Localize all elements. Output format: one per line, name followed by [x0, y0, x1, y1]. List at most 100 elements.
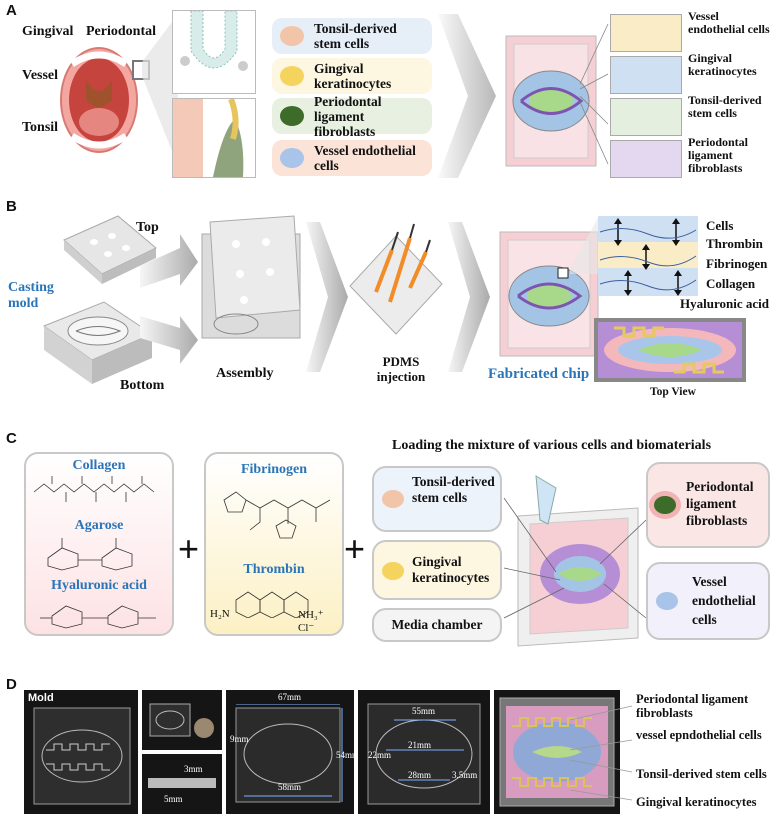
- dim-55mm: 55mm: [412, 706, 436, 716]
- gingival-cell-box: Gingival keratinocytes: [372, 540, 502, 600]
- agarose-structure: [47, 538, 133, 571]
- vessel-cell-box: Vessel endothelial cells: [646, 562, 770, 640]
- legend-item-label: Tonsil-derived stem cells: [314, 21, 397, 51]
- dim-9mm: 9mm: [230, 734, 249, 744]
- panel-label-d: D: [6, 676, 17, 693]
- arrow-b-split: [140, 234, 198, 364]
- layer-stack-label: Cells: [706, 218, 734, 233]
- label-vessel: Vessel: [22, 68, 59, 83]
- layer-label: Vessel endothelial cells: [688, 9, 770, 36]
- layer-cube: [610, 98, 682, 136]
- d-pointer-lines: [570, 705, 633, 801]
- photo-top-dimensions: 67mm 54mm 58mm 9mm: [226, 690, 359, 814]
- label-fibrinogen: Fibrinogen: [240, 462, 308, 477]
- panel-c-title: Loading the mixture of various cells and…: [392, 438, 712, 453]
- photo-side: 3mm 5mm: [142, 754, 222, 814]
- cell-icon: [280, 148, 304, 168]
- dim-3-5mm: 3.5mm: [452, 770, 478, 780]
- arrow-a-1: [438, 14, 496, 178]
- panel-label-c: C: [6, 430, 17, 447]
- filled-chip-photo-shape: [499, 697, 615, 807]
- label-bottom: Bottom: [120, 378, 165, 393]
- cell-icon: [280, 26, 304, 46]
- layer-stack-diagram: [598, 216, 698, 296]
- dim-5mm: 5mm: [164, 794, 183, 804]
- layer-cube: [610, 56, 682, 94]
- layer-cube: [610, 14, 682, 52]
- dim-58mm: 58mm: [278, 782, 302, 792]
- legend-item: Tonsil-derived stem cells: [272, 18, 432, 54]
- inner-dim-photo-shape: [367, 703, 481, 805]
- legend-item-label: Gingival keratinocytes: [314, 61, 392, 91]
- label-periodontal-fibroblasts: Periodontal ligament fibroblasts: [686, 479, 754, 528]
- pdms-injection-chip: [349, 223, 443, 335]
- layer-label: Gingival keratinocytes: [688, 51, 757, 78]
- label-top: Top: [136, 220, 159, 235]
- photo-filled-chip: [494, 690, 620, 814]
- legend-item-label: Periodontal ligament fibroblasts: [314, 93, 382, 139]
- collagen-structure: [33, 476, 155, 502]
- label-pdms-injection: PDMS injection: [376, 354, 426, 384]
- cell-icon: [280, 66, 304, 86]
- top-dim-photo-shape: [235, 704, 343, 803]
- periodontal-cell-box: Periodontal ligament fibroblasts: [646, 462, 770, 548]
- layer-stack-label: Fibrinogen: [706, 256, 768, 271]
- periodontal-zoom-box: [172, 97, 256, 178]
- dim-54mm: 54mm: [336, 750, 360, 760]
- dim-67mm: 67mm: [278, 692, 302, 702]
- zoom-lines-b: [570, 218, 598, 274]
- media-chamber-box: Media chamber: [372, 608, 502, 642]
- collagen-agarose-ha-box: Collagen Agarose Hyaluronic acid: [24, 452, 174, 636]
- top-mold-piece: [63, 215, 157, 284]
- label-periodontal: Periodontal: [86, 24, 156, 39]
- layer-stack-label: Hyaluronic acid: [680, 296, 769, 311]
- d-label-periodontal: Periodontal ligament fibroblasts: [636, 692, 749, 720]
- label-collagen: Collagen: [72, 458, 126, 473]
- layer-label: Periodontal ligament fibroblasts: [688, 135, 748, 175]
- photo-mold: Mold: [24, 690, 138, 814]
- gingival-cell-icon: [382, 562, 404, 580]
- periodontal-tissue-icon: [173, 97, 244, 177]
- gingiva-tissue-icon: [180, 10, 248, 71]
- d-label-gingival: Gingival keratinocytes: [636, 795, 757, 809]
- dim-21mm: 21mm: [408, 740, 432, 750]
- d-label-tonsil: Tonsil-derived stem cells: [636, 767, 767, 781]
- thrombin-structure: [235, 591, 309, 618]
- photo-inner-dimensions: 55mm 21mm 22mm 28mm 3.5mm: [358, 690, 490, 814]
- panel-label-b: B: [6, 198, 17, 215]
- label-assembly: Assembly: [216, 366, 274, 381]
- label-tonsil: Tonsil: [22, 120, 59, 135]
- tonsil-cell-icon: [382, 490, 404, 508]
- label-vessel-endothelial: Vessel endothelial cells: [692, 574, 756, 627]
- gingiva-zoom-box: [172, 10, 256, 94]
- legend-item: Periodontal ligament fibroblasts: [272, 94, 432, 139]
- label-gingival: Gingival: [22, 24, 74, 39]
- photo-coin: [142, 690, 222, 750]
- mold-photo-shape: [33, 707, 131, 805]
- label-nh3-cl: NH₃⁺ Cl⁻: [298, 609, 324, 634]
- mouth-illustration: [60, 47, 138, 153]
- label-agarose: Agarose: [74, 518, 124, 533]
- top-view-diagram: [594, 318, 746, 382]
- label-tonsil-stem-cells: Tonsil-derived stem cells: [412, 474, 495, 505]
- layer-stack-label: Thrombin: [706, 236, 763, 251]
- vessel-cell-icon: [656, 592, 678, 610]
- label-media-chamber: Media chamber: [391, 617, 483, 632]
- zoom-lines: [142, 14, 178, 166]
- layer-label: Tonsil-derived stem cells: [688, 93, 762, 120]
- fibrinogen-thrombin-box: Fibrinogen Thrombin H₂N NH₃⁺ Cl⁻: [204, 452, 344, 636]
- arrow-b-2: [306, 222, 348, 372]
- periodontal-cell-icon: [654, 496, 676, 514]
- bottom-mold-piece: [42, 301, 154, 384]
- legend-item: Vessel endothelial cells: [272, 140, 432, 176]
- cell-icon: [280, 106, 304, 126]
- layer-stack-label: Collagen: [706, 276, 756, 291]
- label-mold: Mold: [28, 692, 54, 704]
- hyaluronic-acid-structure: [40, 605, 156, 629]
- assembly-stack: [201, 215, 301, 339]
- plus-sign-2: +: [344, 528, 366, 569]
- side-photo-shape: [148, 778, 216, 788]
- legend-item: Gingival keratinocytes: [272, 58, 432, 94]
- label-hyaluronic-acid: Hyaluronic acid: [51, 578, 147, 593]
- label-top-view: Top View: [650, 386, 696, 398]
